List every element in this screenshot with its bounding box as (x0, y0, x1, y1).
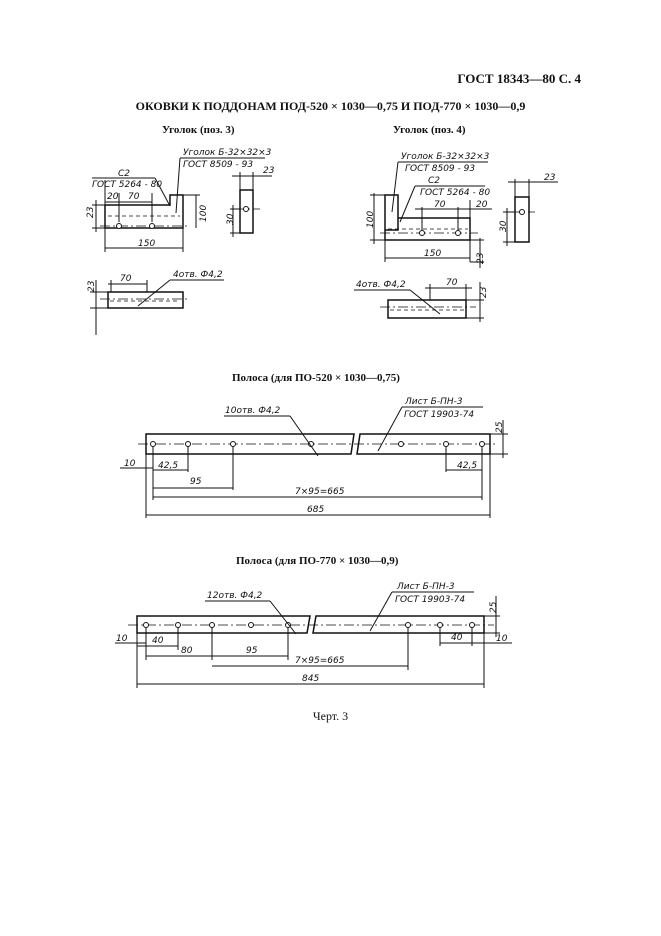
hole (116, 223, 122, 229)
strip-1-left-part (145, 433, 355, 455)
angle-left-weld-standard: ГОСТ 5264 - 80 (92, 180, 162, 190)
dim-23-plan: 23 (87, 280, 97, 292)
dim-100: 100 (366, 211, 376, 228)
angle-right-standard: ГОСТ 8509 - 93 (405, 164, 475, 174)
dim-150: 150 (424, 249, 441, 259)
strip-2-material: Лист Б-ПН-3 (396, 582, 455, 592)
angle-right-holes-note: 4отв. Ф4,2 (356, 280, 406, 290)
angle-right-caption: Уголок (поз. 4) (393, 124, 466, 136)
angle-left-plan (107, 291, 184, 309)
angle-right-material: Уголок Б-32×32×3 (401, 152, 490, 162)
dim-20: 20 (476, 200, 488, 210)
dim-150: 150 (138, 239, 155, 249)
angle-right-weld-standard: ГОСТ 5264 - 80 (420, 188, 490, 198)
strip-1-holes-note: 10отв. Ф4,2 (225, 406, 281, 416)
strip-2-left-part (136, 615, 311, 634)
strip-1-caption: Полоса (для ПО-520 × 1030—0,75) (232, 372, 400, 384)
page-title: ОКОВКИ К ПОДДОНАМ ПОД-520 × 1030—0,75 И … (135, 99, 526, 113)
strip-1-dim-total: 685 (307, 505, 324, 515)
strip-2-dim-80: 80 (181, 646, 193, 656)
angle-right-section (514, 196, 530, 243)
strip-2-dim-40-left: 40 (152, 636, 164, 646)
strip-1-dim-42-left: 42,5 (158, 461, 178, 471)
strip-1-dim-pitch: 7×95=665 (295, 487, 345, 497)
strip-2-dim-95: 95 (246, 646, 258, 656)
strip-1-drawing: 10отв. Ф4,2 Лист Б-ПН-3 ГОСТ 19903-74 25… (120, 397, 508, 518)
dim-30: 30 (226, 213, 236, 225)
dim-70-plan: 70 (120, 274, 132, 284)
hole (149, 223, 155, 229)
strip-1-dim-10: 10 (124, 459, 136, 469)
strip-2-caption: Полоса (для ПО-770 × 1030—0,9) (236, 555, 399, 567)
angle-right-drawing: 70 20 100 150 23 Уголок Б-32×32×3 ГОСТ 8… (354, 152, 558, 322)
strip-1-dim-25: 25 (495, 421, 505, 433)
angle-right-plan (387, 299, 467, 319)
strip-2-standard: ГОСТ 19903-74 (395, 595, 465, 605)
angle-left-standard: ГОСТ 8509 - 93 (183, 160, 253, 170)
strip-2-right-part (312, 615, 485, 634)
dim-100: 100 (199, 205, 209, 222)
strip-1-dim-42-right: 42,5 (457, 461, 477, 471)
strip-2-dim-25: 25 (489, 601, 499, 613)
dim-23: 23 (86, 206, 96, 218)
angle-left-holes-note: 4отв. Ф4,2 (173, 270, 223, 280)
strip-2-holes-note: 12отв. Ф4,2 (207, 591, 263, 601)
dim-70-plan: 70 (446, 278, 458, 288)
strip-1-dim-95: 95 (190, 477, 202, 487)
angle-left-section (239, 189, 254, 234)
dim-23-plan: 23 (479, 286, 489, 298)
dim-23-section: 23 (544, 173, 556, 183)
strip-2-dim-pitch: 7×95=665 (295, 656, 345, 666)
figure-caption: Черт. 3 (312, 709, 349, 723)
strip-2-dim-10-right: 10 (496, 634, 508, 644)
dim-70: 70 (128, 192, 140, 202)
angle-left-weld-mark: С2 (118, 169, 130, 179)
strip-1-standard: ГОСТ 19903-74 (404, 410, 474, 420)
dim-30: 30 (499, 220, 509, 232)
dim-20: 20 (107, 192, 119, 202)
angle-right-weld-mark: С2 (428, 176, 440, 186)
angle-left-drawing: 20 70 23 100 150 Уголок Б-32×32×3 ГОСТ 8… (86, 148, 275, 335)
strip-2-drawing: 12отв. Ф4,2 Лист Б-ПН-3 ГОСТ 19903-74 25… (115, 582, 512, 688)
document-reference: ГОСТ 18343—80 С. 4 (457, 71, 581, 86)
dim-23: 23 (476, 252, 486, 264)
strip-1-material: Лист Б-ПН-3 (404, 397, 463, 407)
strip-2-dim-total: 845 (302, 674, 319, 684)
strip-2-dim-40-right: 40 (451, 633, 463, 643)
dim-23-section: 23 (263, 166, 275, 176)
dim-70: 70 (434, 200, 446, 210)
angle-left-caption: Уголок (поз. 3) (162, 124, 235, 136)
angle-left-material: Уголок Б-32×32×3 (183, 148, 272, 158)
strip-2-dim-10-left: 10 (116, 634, 128, 644)
